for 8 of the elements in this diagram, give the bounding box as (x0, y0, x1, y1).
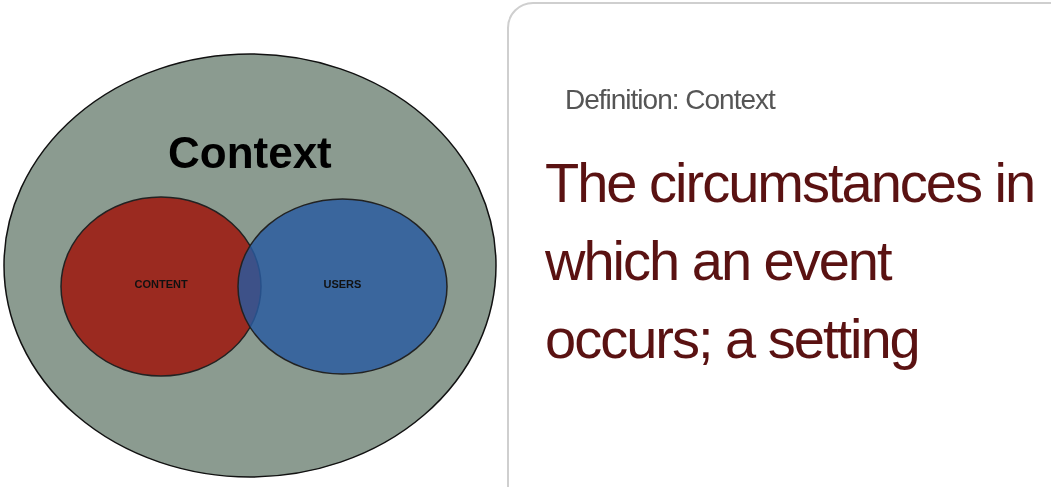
content-label: CONTENT (134, 278, 188, 290)
context-heading: Context (168, 128, 332, 178)
users-circle (237, 198, 448, 375)
users-label: USERS (323, 278, 362, 290)
definition-text: The circumstances in which an event occurs; a setting (545, 150, 1036, 372)
context-circle (3, 53, 497, 478)
definition-card (507, 2, 1051, 487)
definition-heading: Definition: Context (565, 84, 775, 116)
